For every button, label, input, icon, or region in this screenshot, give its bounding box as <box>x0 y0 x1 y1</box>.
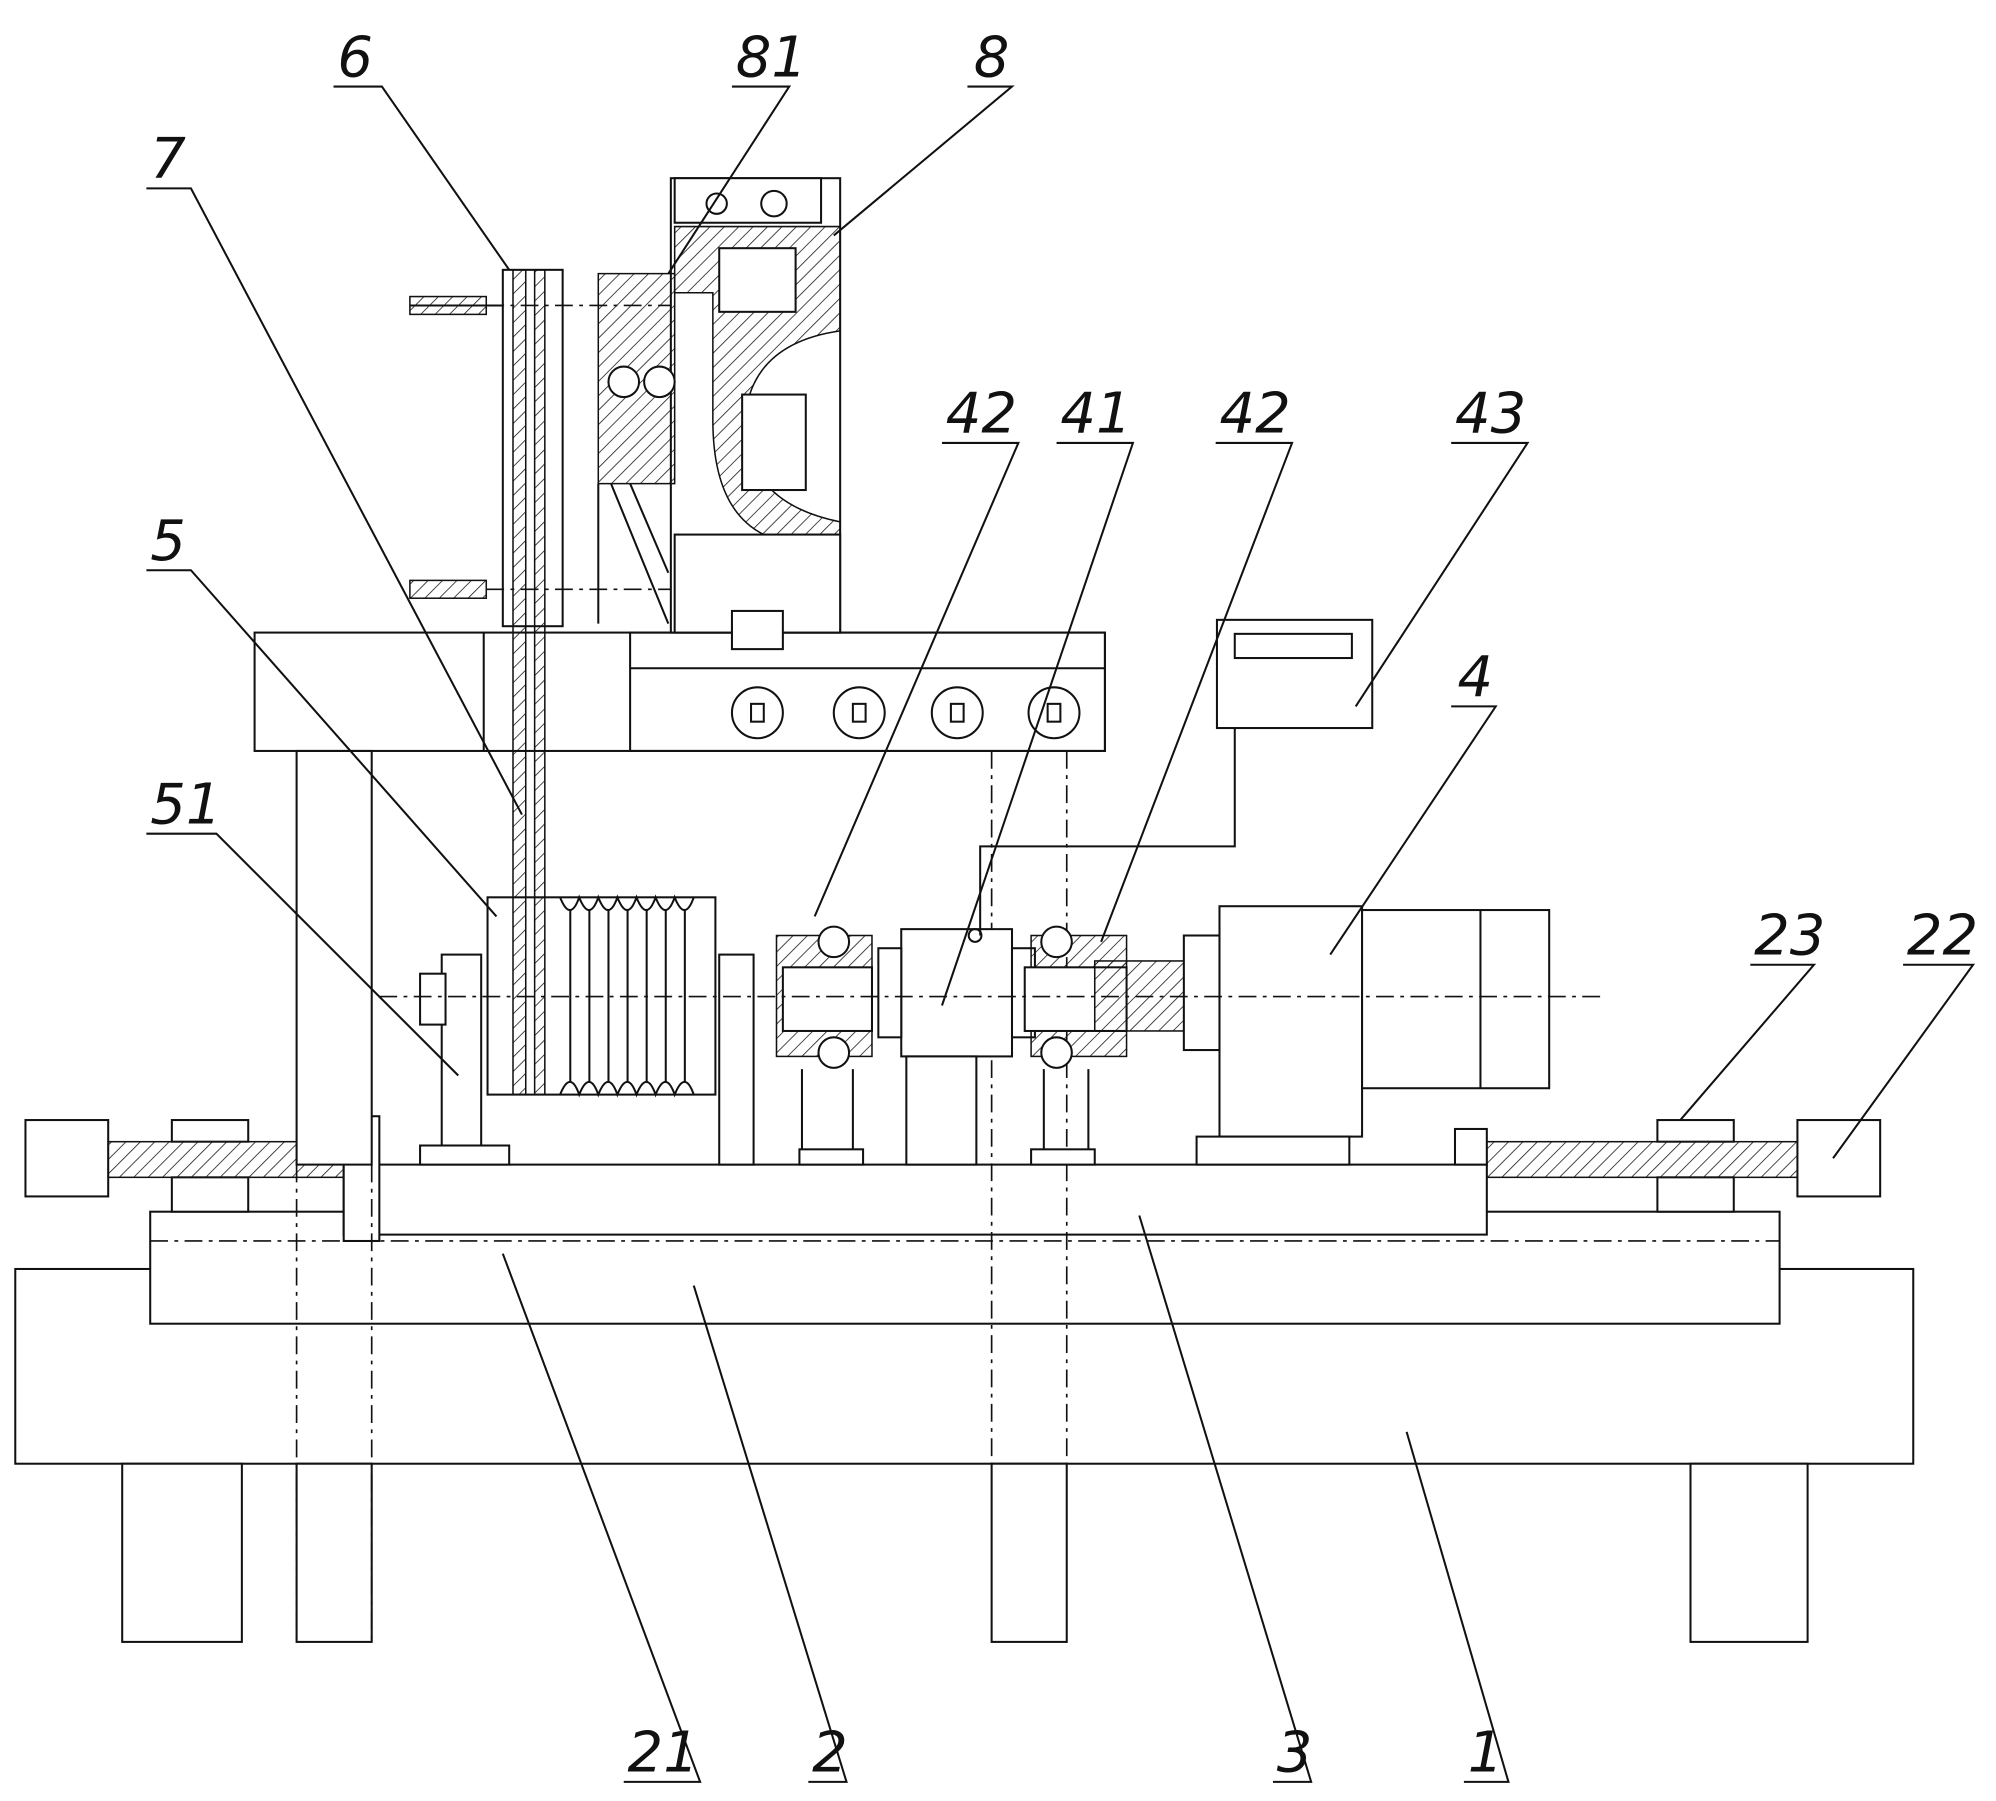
label-42-left: 42 <box>946 382 1017 447</box>
base-table <box>15 1269 1913 1642</box>
label-7: 7 <box>150 127 186 192</box>
label-41: 41 <box>1060 382 1131 447</box>
label-2: 2 <box>812 1721 848 1786</box>
label-21: 21 <box>628 1721 699 1786</box>
label-51: 51 <box>150 772 221 837</box>
motor <box>1184 906 1549 1164</box>
bearing-left <box>777 927 872 1165</box>
label-22: 22 <box>1907 904 1978 969</box>
test-device-housing <box>598 178 840 649</box>
label-81: 81 <box>736 25 807 90</box>
label-42-right: 42 <box>1219 382 1290 447</box>
drum-pulley <box>488 897 754 1164</box>
label-43: 43 <box>1455 382 1526 447</box>
lead-screw-right <box>1487 1120 1880 1212</box>
label-23: 23 <box>1754 904 1825 969</box>
label-8: 8 <box>974 25 1010 90</box>
bearing-right <box>1025 927 1184 1165</box>
label-6: 6 <box>337 25 373 90</box>
label-4: 4 <box>1458 645 1494 710</box>
roller-wheels <box>732 687 1080 738</box>
label-3: 3 <box>1277 1721 1313 1786</box>
label-5: 5 <box>150 509 186 574</box>
label-1: 1 <box>1468 1721 1504 1786</box>
